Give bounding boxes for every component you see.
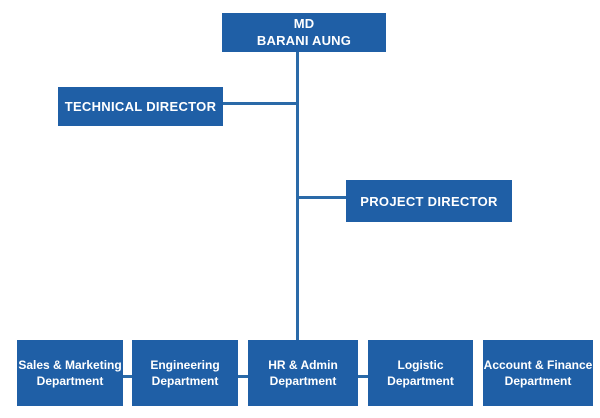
dept-label-line2: Department <box>151 374 219 388</box>
node-project-director: PROJECT DIRECTOR <box>346 180 512 222</box>
dept-label-line1: Engineering <box>150 357 220 372</box>
dept-label-line1: Logistic <box>397 357 444 372</box>
node-technical-director: TECHNICAL DIRECTOR <box>58 87 223 126</box>
dept-label-line2: Department <box>36 374 104 388</box>
node-md: MD BARANI AUNG <box>222 13 386 52</box>
md-title: MD <box>293 15 315 31</box>
connector-dept-sales-engineering <box>122 375 133 378</box>
dept-label-line2: Department <box>504 374 572 388</box>
project-director-label: PROJECT DIRECTOR <box>360 193 498 209</box>
connector-project-director <box>297 196 347 199</box>
node-dept-sales-marketing: Sales & Marketing Department <box>17 340 123 406</box>
dept-label-line1: Account & Finance <box>483 357 593 372</box>
dept-label-line2: Department <box>269 374 337 388</box>
dept-label-line1: HR & Admin <box>268 357 338 372</box>
technical-director-label: TECHNICAL DIRECTOR <box>64 99 217 114</box>
node-dept-account-finance: Account & Finance Department <box>483 340 593 406</box>
node-dept-hr-admin: HR & Admin Department <box>248 340 358 406</box>
connector-technical-director <box>221 102 297 105</box>
dept-label-line1: Sales & Marketing <box>18 357 122 372</box>
node-dept-logistic: Logistic Department <box>368 340 473 406</box>
dept-label-line2: Department <box>387 374 454 388</box>
connector-dept-engineering-hr <box>237 375 249 378</box>
md-name: BARANI AUNG <box>256 32 352 48</box>
node-dept-engineering: Engineering Department <box>132 340 238 406</box>
connector-dept-hr-logistic <box>357 375 369 378</box>
